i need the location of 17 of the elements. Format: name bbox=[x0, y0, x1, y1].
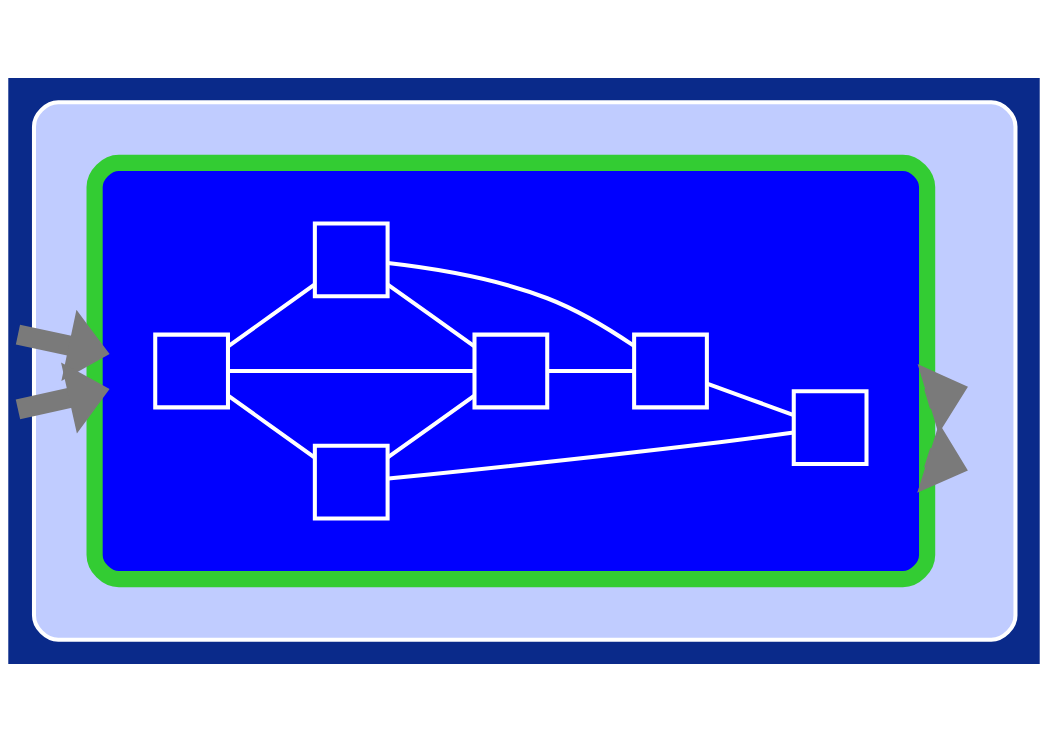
connector bbox=[388, 429, 794, 481]
connector bbox=[387, 260, 636, 348]
node-box bbox=[791, 388, 869, 466]
arrow bbox=[15, 361, 110, 433]
node-box bbox=[632, 332, 709, 409]
node-box bbox=[472, 332, 550, 409]
connector bbox=[386, 393, 476, 459]
connector bbox=[706, 381, 795, 417]
cluster bbox=[31, 99, 1018, 642]
arrow bbox=[15, 309, 110, 381]
connector bbox=[386, 282, 476, 348]
node-box bbox=[312, 220, 390, 298]
connector bbox=[228, 368, 474, 373]
cluster bbox=[86, 154, 936, 587]
node-box bbox=[312, 443, 390, 521]
node-box bbox=[153, 332, 230, 409]
connector bbox=[547, 368, 635, 373]
